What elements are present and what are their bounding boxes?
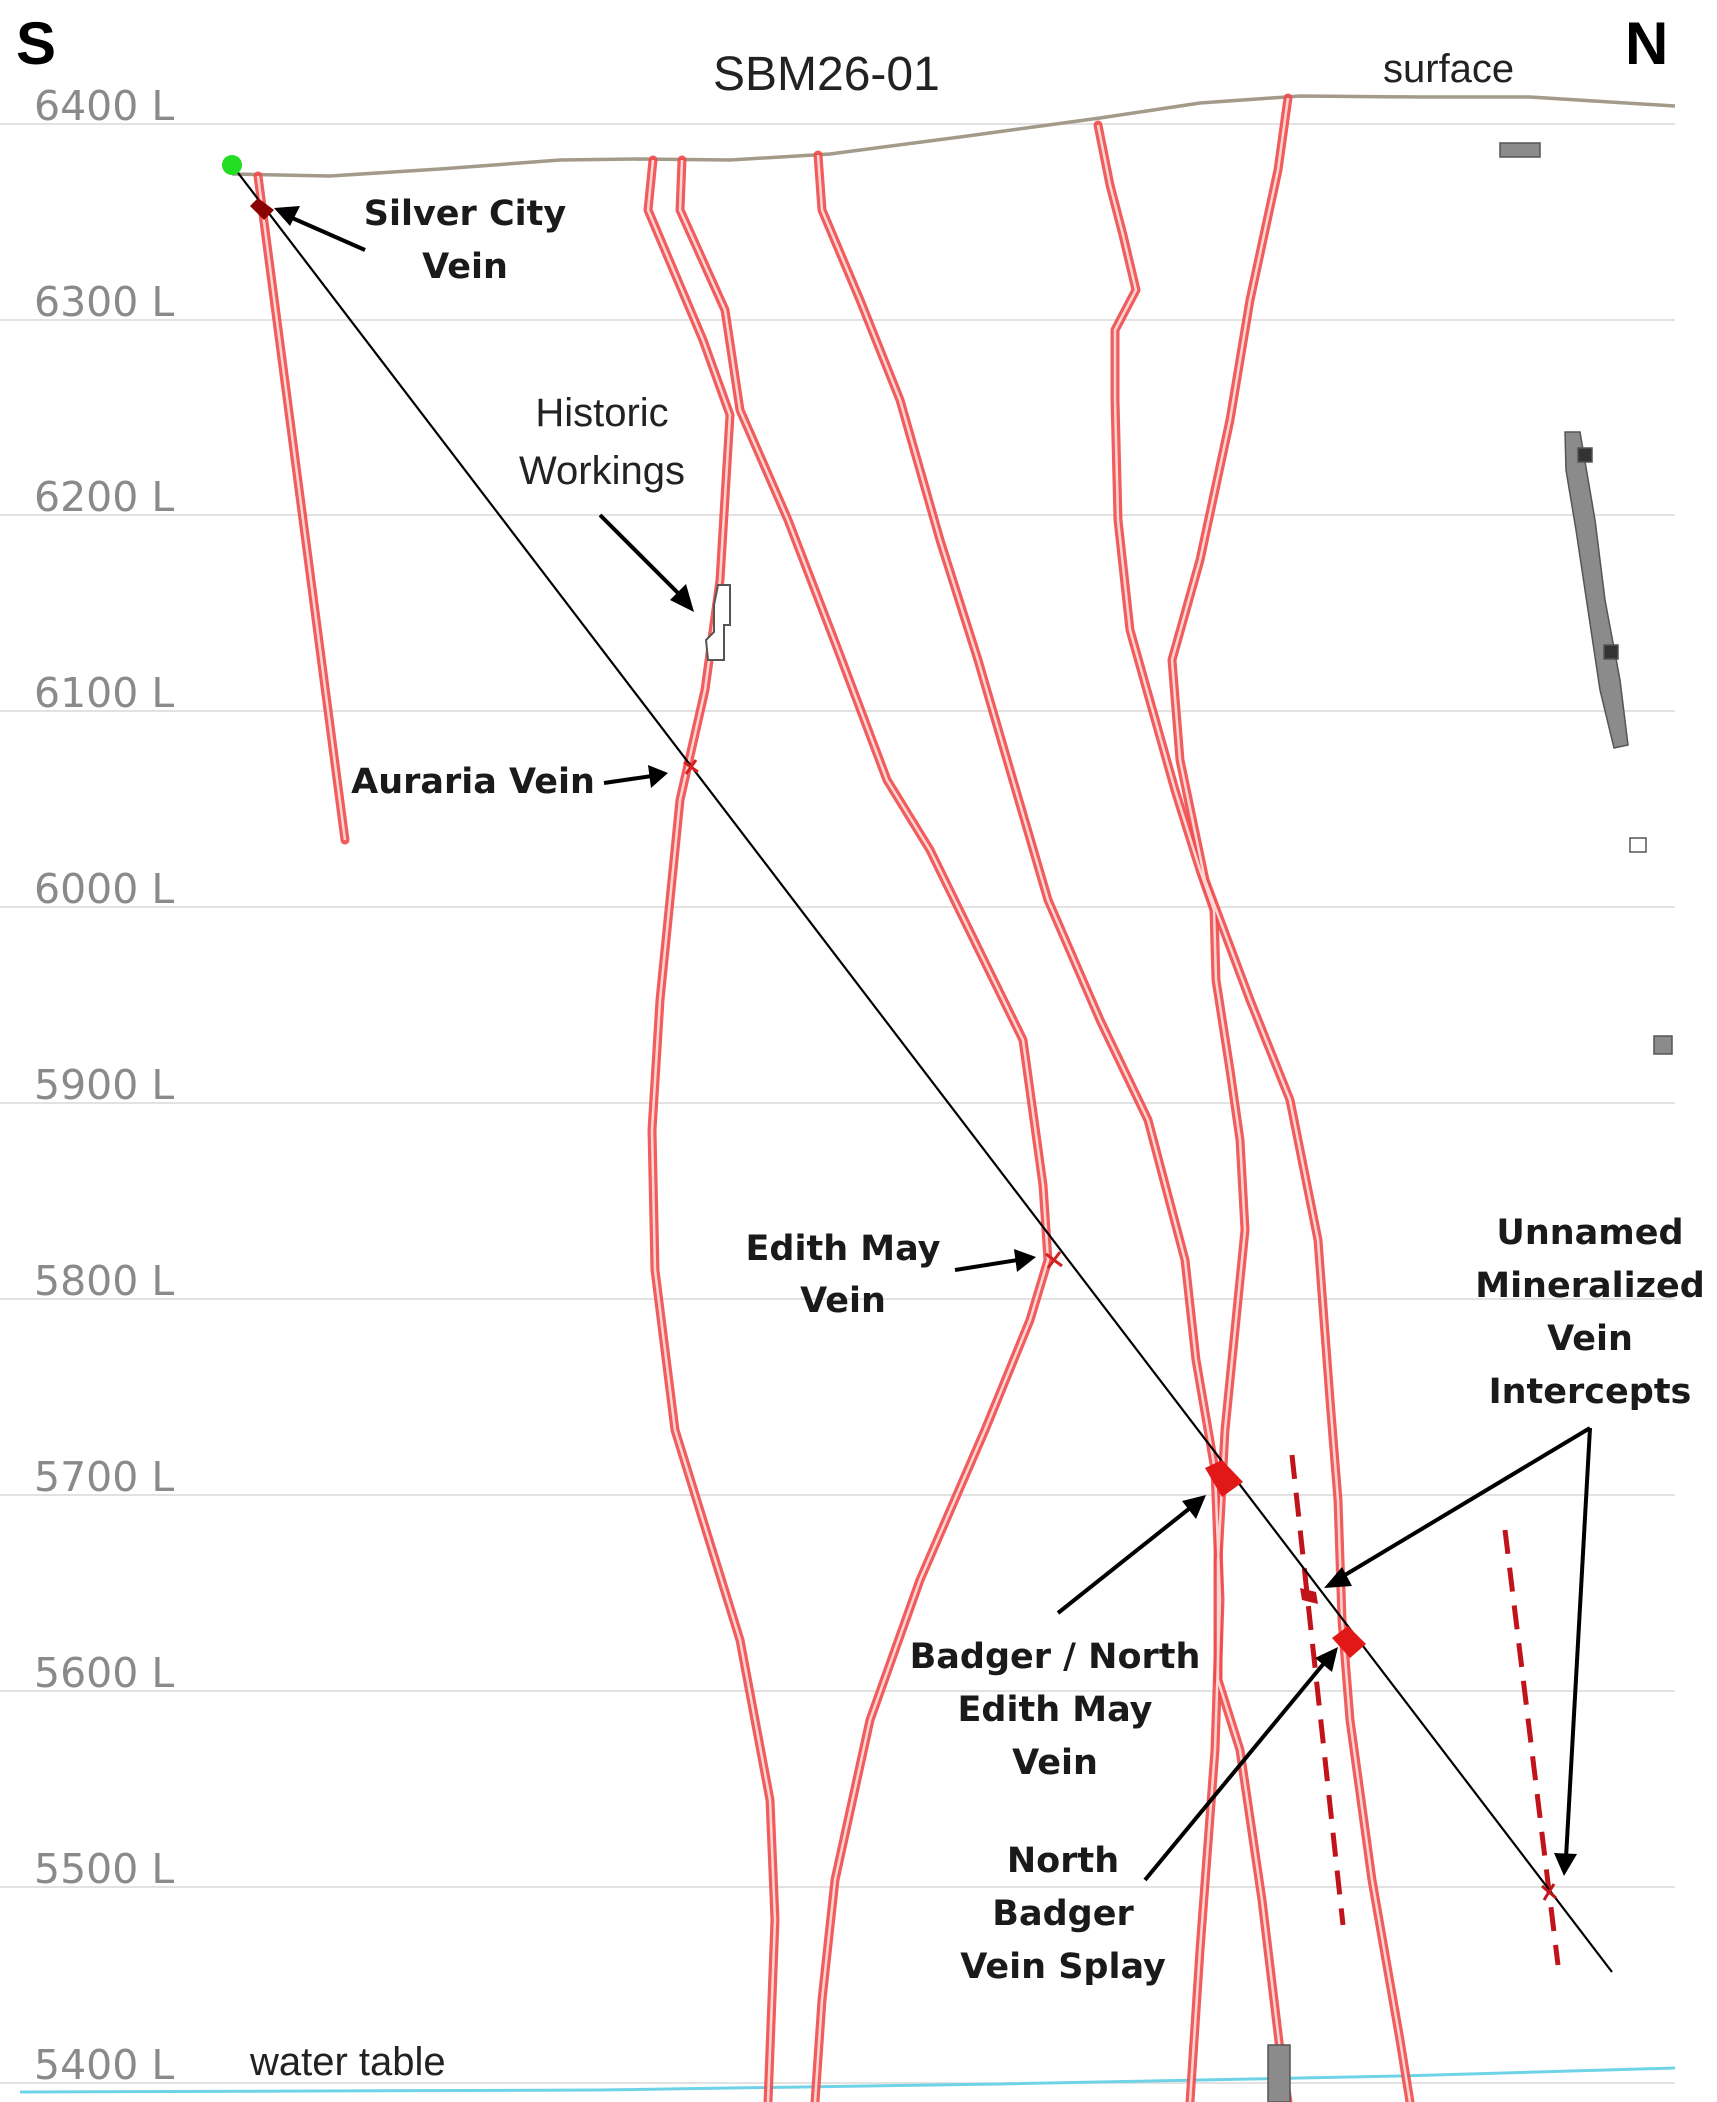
annotation-line: Unnamed (1496, 1213, 1683, 1253)
annotation-badger: Badger / North Edith May Vein (910, 1495, 1206, 1783)
surface-label: surface (1383, 47, 1514, 91)
annotation-auraria: Auraria Vein (351, 762, 668, 802)
annotation-line: Vein Splay (960, 1947, 1166, 1987)
existing-workings (1267, 142, 1673, 2102)
annotation-line: North (1007, 1841, 1119, 1881)
annotation-historic-workings: Historic Workings (519, 391, 694, 612)
water-table-line (19, 2066, 1676, 2094)
intercept-markers (250, 198, 1557, 1901)
annotation-line: Auraria Vein (351, 762, 595, 802)
level-label: 5600 L (34, 1649, 174, 1697)
level-label: 5400 L (34, 2041, 174, 2089)
intercept-unnamed-1 (1300, 1588, 1318, 1604)
annotation-unnamed: Unnamed Mineralized Vein Intercepts (1324, 1213, 1705, 1876)
level-label: 5800 L (34, 1257, 174, 1305)
annotation-line: Badger / North (910, 1637, 1201, 1677)
unnamed-vein-dashed-2 (1502, 1529, 1561, 1966)
level-label: 6200 L (34, 473, 174, 521)
annotation-line: Mineralized (1475, 1266, 1705, 1306)
water-table-label: water table (249, 2040, 446, 2084)
annotation-line: Badger (992, 1894, 1134, 1934)
level-label: 5900 L (34, 1061, 174, 1109)
annotation-line: Vein (1012, 1743, 1098, 1783)
north-label: N (1625, 10, 1668, 77)
annotation-line: Workings (519, 449, 685, 493)
edith-may-vein-upper (1093, 120, 1293, 2102)
level-grid (0, 123, 1675, 2084)
unnamed-vein-dashed-1 (1289, 1454, 1346, 1926)
intercept-badger (1205, 1460, 1243, 1497)
annotation-line: Vein (1547, 1319, 1633, 1359)
level-label: 6300 L (34, 278, 174, 326)
annotation-line: Edith May (746, 1229, 941, 1269)
historic-vein-right (675, 155, 1053, 2102)
intercept-edith-may (1045, 1251, 1063, 1269)
intercept-silver-city (250, 198, 274, 220)
intercept-unnamed-2 (1541, 1883, 1557, 1901)
south-label: S (16, 10, 56, 77)
level-label: 5500 L (34, 1845, 174, 1893)
annotation-line: Historic (535, 391, 668, 435)
annotation-north-badger: North Badger Vein Splay (960, 1647, 1338, 1987)
surface-line (231, 94, 1676, 178)
collar-icon (222, 155, 242, 175)
middle-vein (813, 150, 1225, 2102)
level-labels: 6400 L 6300 L 6200 L 6100 L 6000 L 5900 … (34, 82, 174, 2089)
level-label: 6100 L (34, 669, 174, 717)
intercept-auraria (683, 759, 699, 775)
historic-workings-shape (704, 584, 731, 661)
level-label: 6000 L (34, 865, 174, 913)
vein-highlights (256, 97, 1412, 2102)
annotation-line: Intercepts (1489, 1372, 1692, 1412)
level-label: 6400 L (34, 82, 174, 130)
annotation-line: Edith May (958, 1690, 1153, 1730)
drillhole-trace (231, 164, 1613, 1973)
hole-name-title: SBM26-01 (713, 48, 940, 101)
annotation-line: Silver City (364, 194, 567, 234)
veins (253, 93, 1415, 2102)
annotation-edith-may: Edith May Vein (746, 1229, 1036, 1321)
level-label: 5700 L (34, 1453, 174, 1501)
annotation-line: Vein (422, 247, 508, 287)
annotation-line: Vein (800, 1281, 886, 1321)
annotation-silver-city: Silver City Vein (274, 194, 566, 287)
intercept-north-badger (1332, 1626, 1366, 1658)
